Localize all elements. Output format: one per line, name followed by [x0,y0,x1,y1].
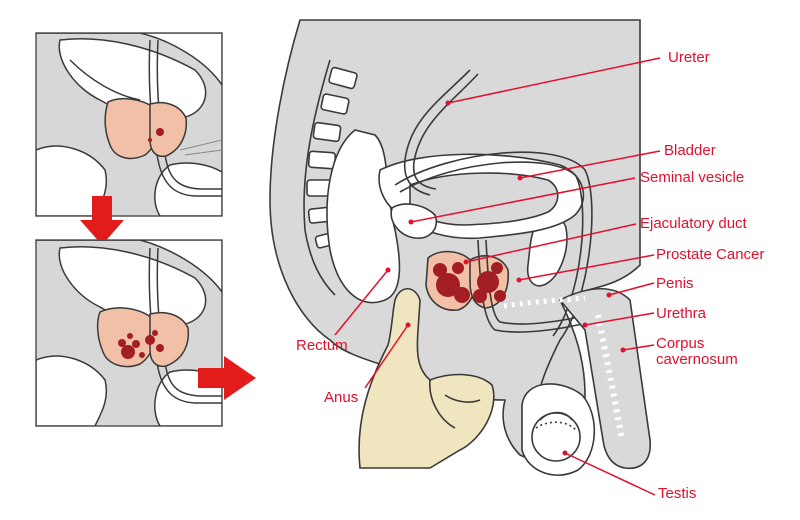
label-urethra: Urethra [656,305,707,322]
down-arrow [80,196,124,245]
label-ejaculatory-duct: Ejaculatory duct [640,215,747,232]
examining-hand [358,287,495,469]
label-cavernosum: cavernosum [656,351,738,368]
label-ureter: Ureter [668,49,710,66]
inset-advanced-stage [35,239,223,427]
label-testis: Testis [658,485,697,502]
leader-lines [334,57,661,496]
inset-early-stage [35,32,223,217]
label-seminal-vesicle: Seminal vesicle [640,169,745,186]
label-penis: Penis [656,275,694,292]
label-corpus: Corpus [656,335,705,352]
label-prostate-cancer: Prostate Cancer [656,246,765,263]
label-rectum: Rectum [296,337,348,354]
label-bladder: Bladder [664,142,716,159]
right-arrow [198,356,256,400]
prostate-tumor [433,262,506,303]
label-anus: Anus [324,389,359,406]
